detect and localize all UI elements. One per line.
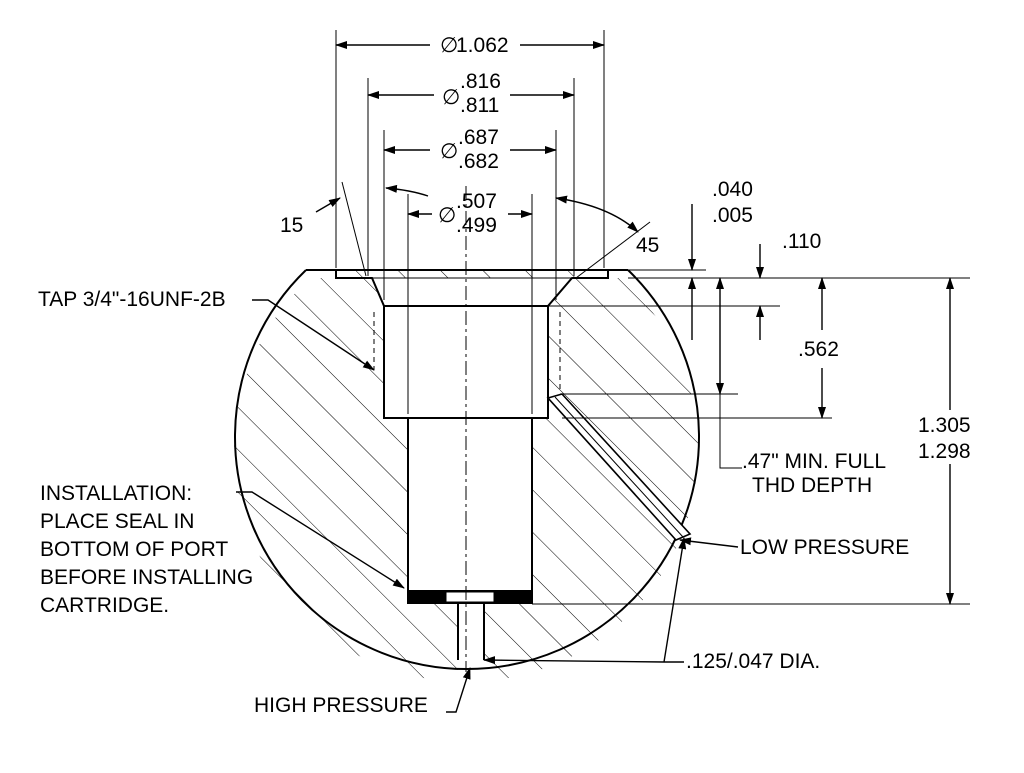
- thread-depth-label-1: .47" MIN. FULL: [742, 450, 886, 473]
- dim-005: .005: [712, 204, 753, 227]
- dim-1305: 1.305: [918, 414, 971, 437]
- dim-1062-symbol: ∅: [440, 34, 458, 57]
- dimension-lines: [315, 41, 954, 605]
- dim-1062: 1.062: [456, 34, 509, 57]
- dim-816: .816: [460, 70, 501, 93]
- dim-110: .110: [782, 230, 821, 253]
- install-note-5: CARTRIDGE.: [40, 594, 169, 617]
- angle-45: 45: [636, 234, 659, 257]
- high-pressure-label: HIGH PRESSURE: [254, 694, 428, 717]
- dim-816-symbol: ∅: [442, 86, 460, 109]
- dim-040: .040: [712, 178, 753, 201]
- dim-507: .507: [456, 190, 497, 213]
- dim-1298: 1.298: [918, 440, 971, 463]
- angle-15: 15: [280, 214, 303, 237]
- tap-label: TAP 3/4"-16UNF-2B: [38, 288, 226, 311]
- thread-depth-label-2: THD DEPTH: [752, 474, 872, 497]
- dim-562: .562: [798, 338, 839, 361]
- dim-811: .811: [460, 94, 499, 117]
- label-text: TAP 3/4"-16UNF-2B .47" MIN. FULL THD DEP…: [38, 288, 909, 717]
- dim-687: .687: [458, 126, 499, 149]
- install-note-2: PLACE SEAL IN: [40, 510, 194, 533]
- low-pressure-label: LOW PRESSURE: [740, 536, 909, 559]
- install-note-1: INSTALLATION:: [40, 482, 192, 505]
- dim-507-symbol: ∅: [438, 204, 456, 227]
- hole-dia-label: .125/.047 DIA.: [686, 650, 820, 673]
- dim-499: .499: [456, 214, 497, 237]
- dim-682: .682: [458, 150, 499, 173]
- body-section: [234, 270, 698, 682]
- dimension-text: ∅ 1.062 ∅ .816 .811 ∅ .687 .682 ∅ .507 .…: [280, 34, 971, 463]
- dim-687-symbol: ∅: [440, 140, 458, 163]
- leader-lines: [236, 299, 739, 713]
- cavity-outline: [335, 186, 692, 672]
- install-note-3: BOTTOM OF PORT: [40, 538, 228, 561]
- install-note-4: BEFORE INSTALLING: [40, 566, 253, 589]
